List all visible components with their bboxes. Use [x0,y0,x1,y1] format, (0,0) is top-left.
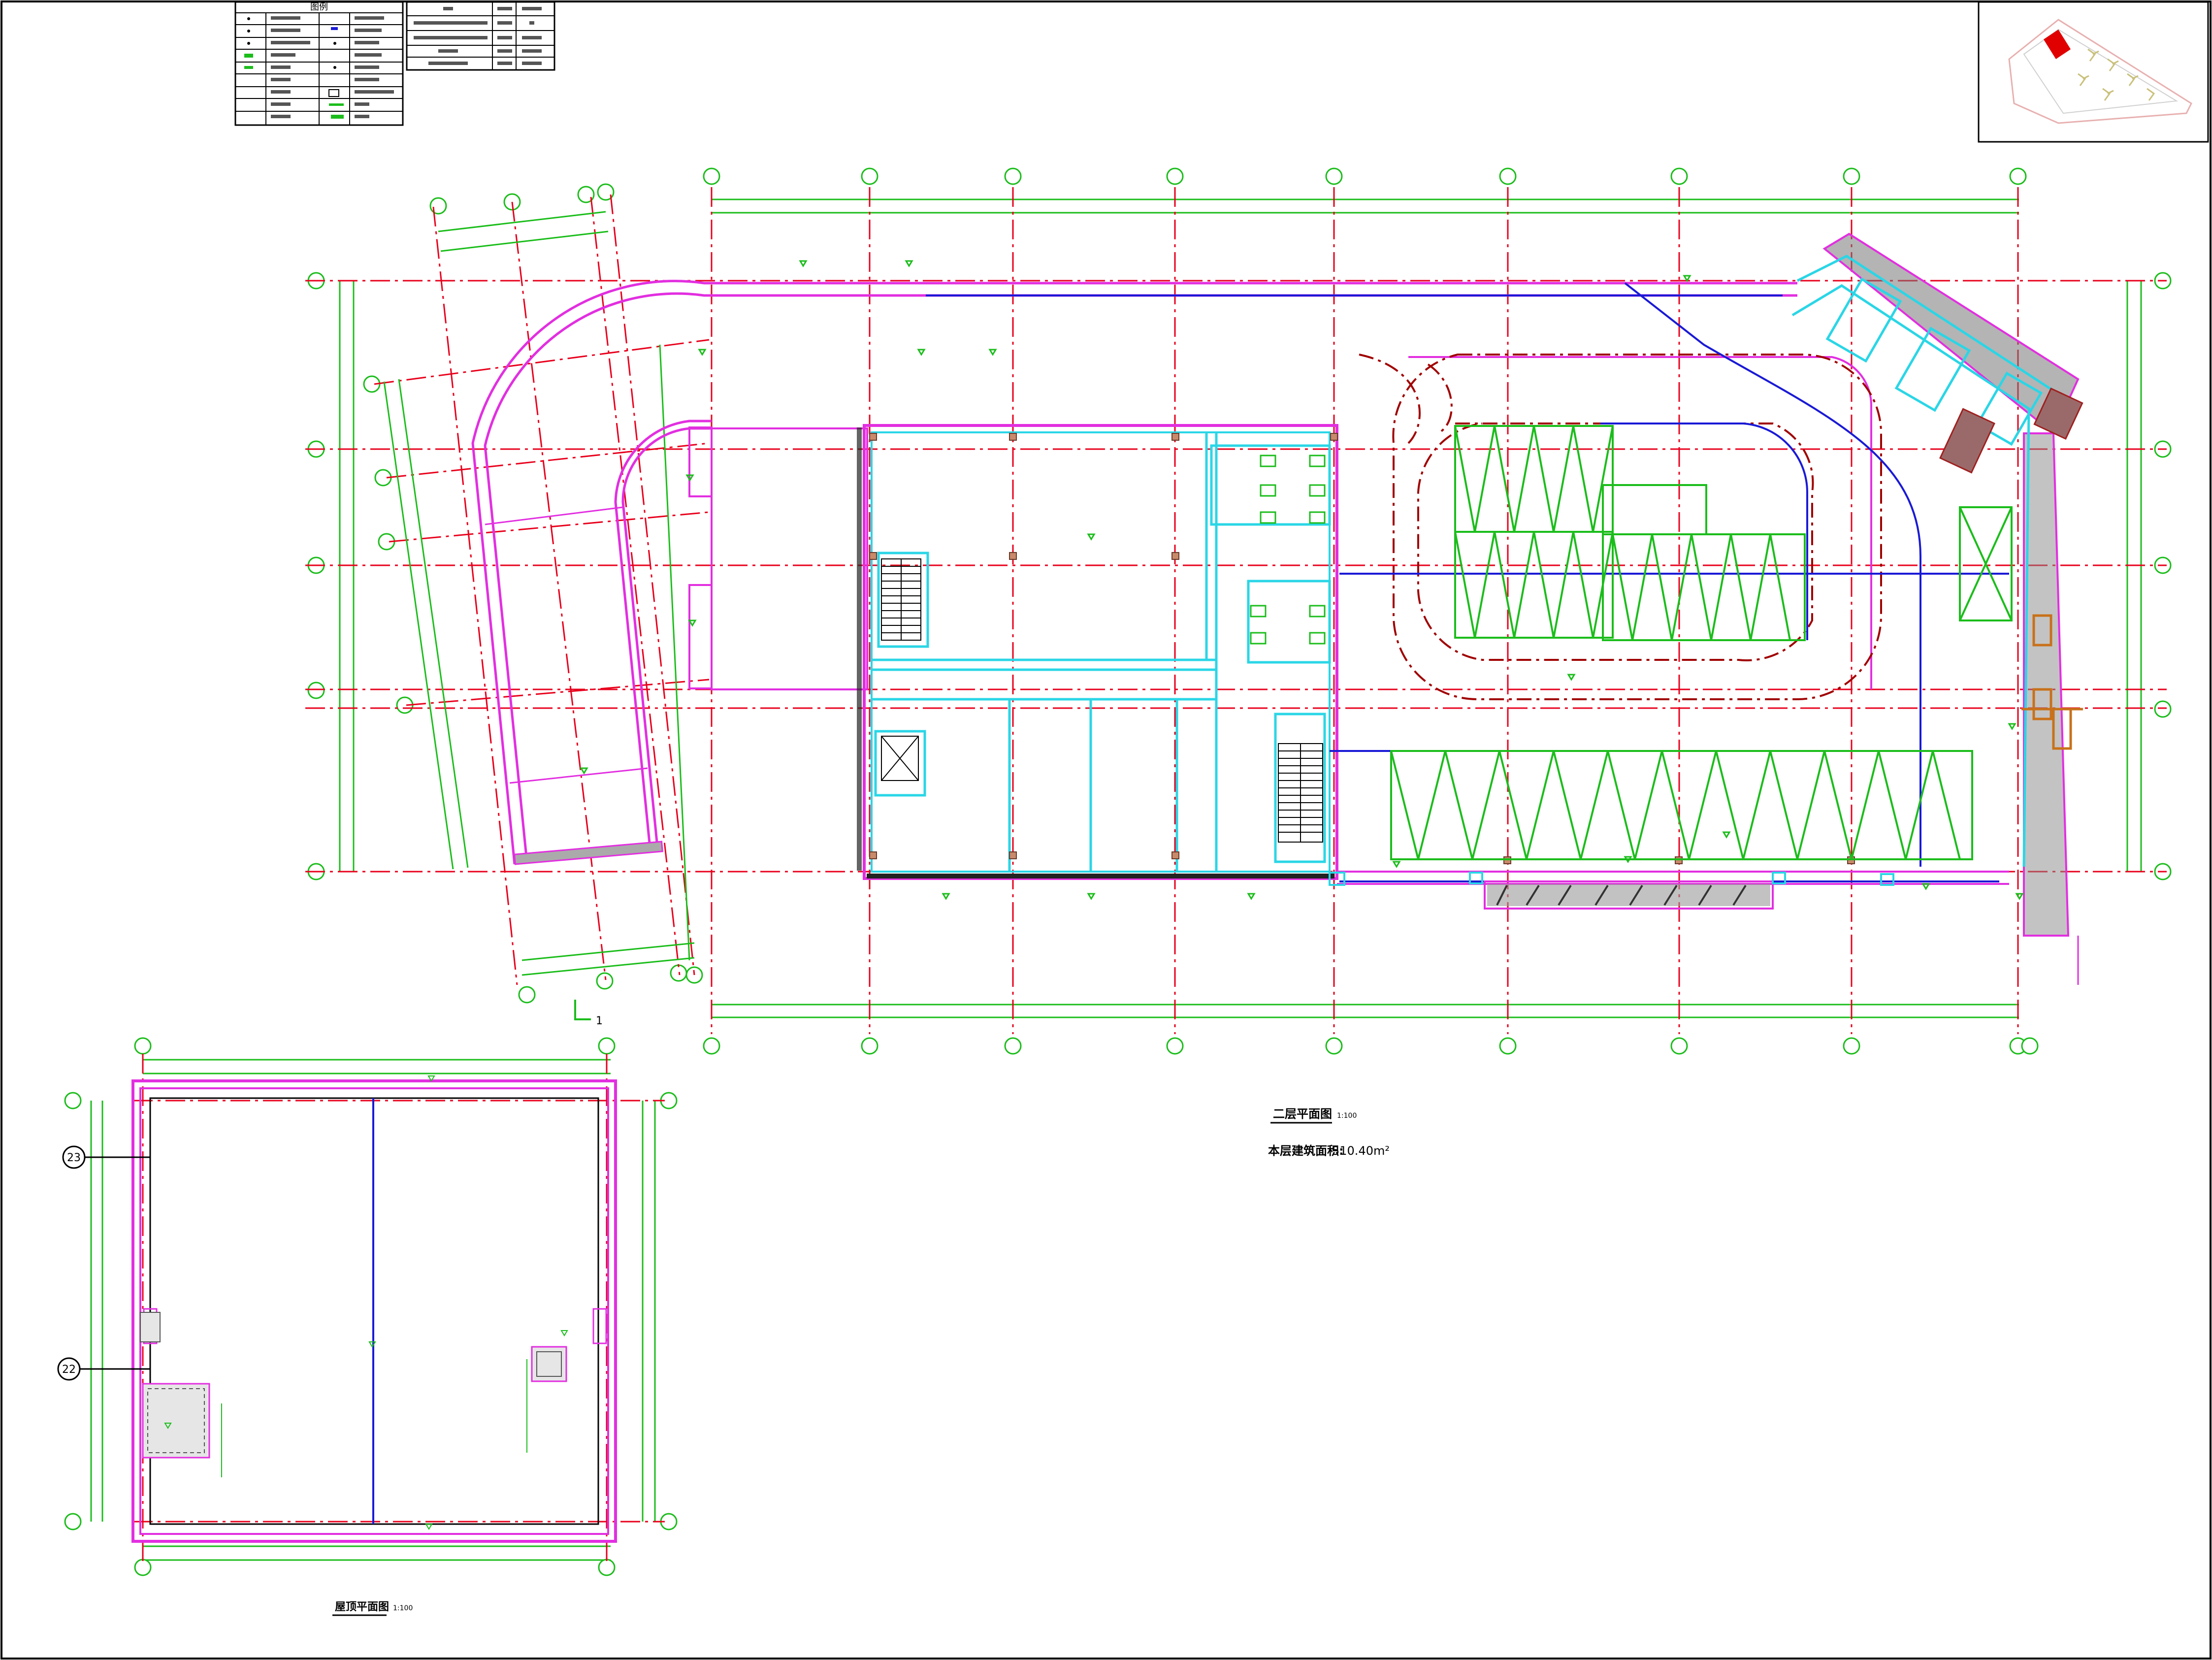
top-dimension-string [712,198,2019,1018]
key-plan [1978,1,2209,143]
diagonal-wing [1791,232,2083,985]
axis-bubbles-top [703,167,2039,1055]
core-building-walls [857,424,1855,880]
axis-grid [305,187,2167,1034]
parking-area [926,282,2013,910]
second-floor-plan: 1 [305,167,2172,1055]
roof-plan: 23 22 [57,1037,678,1576]
area-value: 510.40m² [1332,1144,1390,1158]
area-label: 本层建筑面积: [1268,1144,1344,1158]
legend-table: 图例 [234,1,404,126]
roof-axis-23: 23 [67,1152,81,1164]
section-mark: 1 [574,1000,603,1027]
roof-title: 屋顶平面图 [335,1601,389,1613]
roof-title-block: 屋顶平面图 1:100 [332,1601,413,1616]
legend-title: 图例 [310,2,328,12]
plan-scale: 1:100 [1337,1112,1357,1120]
roof-axis-22: 22 [62,1364,76,1376]
section-mark-label: 1 [596,1015,603,1027]
roof-scale: 1:100 [393,1604,413,1612]
schedule-table [406,1,555,71]
plan-title: 二层平面图 [1273,1107,1332,1121]
plan-title-block: 二层平面图 1:100 本层建筑面积: 510.40m² [1268,1107,1390,1158]
elevation-markers [580,260,2024,900]
